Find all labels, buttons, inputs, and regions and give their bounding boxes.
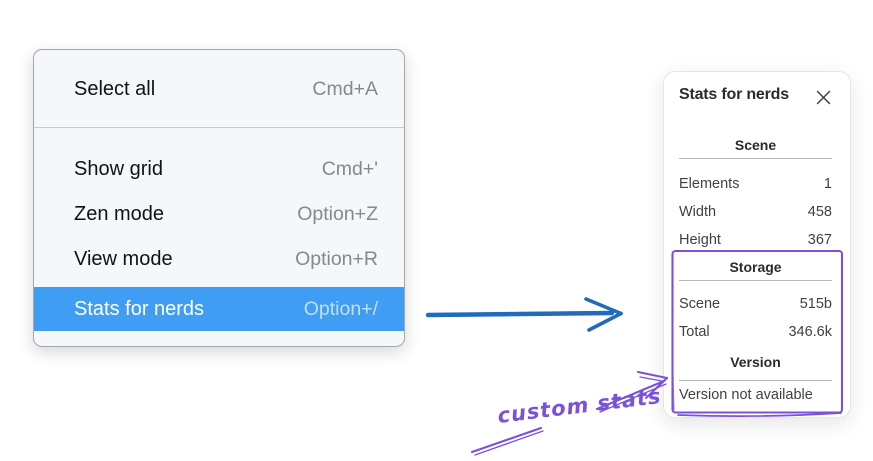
- stat-row-scene-storage: Scene 515b: [679, 290, 832, 318]
- section-divider: [679, 280, 832, 281]
- section-divider: [679, 158, 832, 159]
- menu-item-shortcut: Cmd+': [321, 158, 378, 180]
- menu-item-shortcut: Option+R: [295, 248, 378, 270]
- menu-item-zen-mode[interactable]: Zen mode Option+Z: [34, 192, 404, 237]
- context-menu: Select all Cmd+A Show grid Cmd+' Zen mod…: [33, 49, 405, 347]
- close-button[interactable]: [814, 88, 832, 106]
- stat-row-total-storage: Total 346.6k: [679, 318, 832, 346]
- menu-item-label: Select all: [74, 78, 156, 100]
- stat-label: Width: [679, 204, 717, 220]
- purple-annotation-arrow: [470, 370, 669, 456]
- menu-item-select-all[interactable]: Select all Cmd+A: [34, 67, 404, 112]
- stat-value: 367: [807, 232, 832, 248]
- stat-row-width: Width 458: [679, 198, 832, 226]
- stat-value: 346.6k: [788, 324, 832, 340]
- menu-item-shortcut: Option+Z: [297, 203, 378, 225]
- stat-label: Elements: [679, 176, 740, 192]
- stat-row-height: Height 367: [679, 226, 832, 254]
- menu-item-shortcut: Cmd+A: [312, 78, 378, 100]
- blue-arrow: [425, 297, 623, 332]
- menu-item-label: Show grid: [74, 158, 163, 180]
- close-icon: [816, 90, 830, 104]
- stat-value: 515b: [799, 296, 832, 312]
- menu-item-label: Zen mode: [74, 203, 165, 225]
- custom-stats-annotation: custom stats: [496, 384, 663, 428]
- menu-item-shortcut: Option+/: [303, 297, 378, 320]
- menu-item-show-grid[interactable]: Show grid Cmd+': [34, 147, 404, 192]
- stats-panel: Stats for nerds Scene Elements 1 Width 4…: [663, 71, 851, 418]
- menu-item-view-mode[interactable]: View mode Option+R: [34, 237, 404, 282]
- menu-divider: [34, 127, 404, 128]
- stat-label: Scene: [679, 296, 721, 312]
- section-heading-version: Version: [730, 354, 781, 370]
- menu-item-stats-for-nerds[interactable]: Stats for nerds Option+/: [34, 287, 404, 331]
- menu-item-label: Stats for nerds: [74, 297, 205, 320]
- stat-label: Height: [679, 232, 721, 248]
- section-heading-storage: Storage: [729, 259, 782, 275]
- panel-title: Stats for nerds: [679, 86, 789, 103]
- stat-row-elements: Elements 1: [679, 170, 832, 198]
- version-note: Version not available: [679, 387, 813, 403]
- stat-label: Total: [679, 324, 710, 340]
- menu-item-label: View mode: [74, 248, 173, 270]
- stat-value: 458: [807, 204, 832, 220]
- stat-value: 1: [823, 176, 832, 192]
- section-heading-scene: Scene: [734, 137, 777, 153]
